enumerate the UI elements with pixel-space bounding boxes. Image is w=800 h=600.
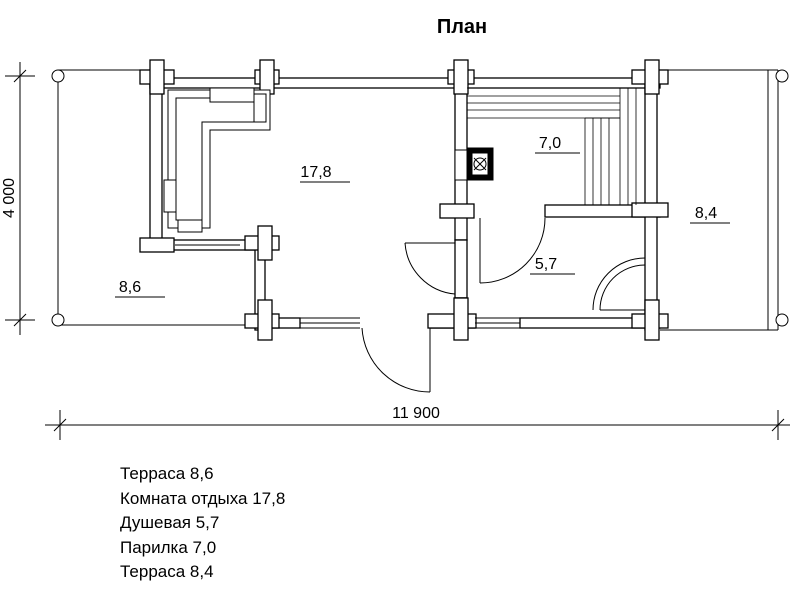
plan-title: План bbox=[437, 16, 487, 38]
room-legend: Терраса 8,6 Комната отдыха 17,8 Душевая … bbox=[120, 462, 285, 585]
room-area-living: 17,8 bbox=[300, 164, 331, 181]
dimension-width-label: 11 900 bbox=[392, 405, 440, 422]
legend-item: Парилка 7,0 bbox=[120, 537, 217, 557]
room-area-steam: 7,0 bbox=[539, 135, 561, 152]
sofa bbox=[163, 87, 271, 233]
legend-item: Терраса 8,6 bbox=[120, 464, 214, 483]
room-area-terrace-left: 8,6 bbox=[119, 279, 141, 296]
legend-item: Душевая 5,7 bbox=[120, 513, 220, 532]
terrace-left-outline bbox=[51, 69, 250, 327]
terrace-right-outline bbox=[660, 69, 789, 331]
room-area-terrace-right: 8,4 bbox=[695, 205, 717, 222]
dimension-depth-label: 4 000 bbox=[1, 178, 18, 218]
legend-item: Комната отдыха 17,8 bbox=[120, 488, 286, 508]
windows bbox=[175, 239, 520, 329]
dimension-depth bbox=[5, 62, 35, 335]
room-labels: 17,8 7,0 8,4 5,7 8,6 bbox=[115, 135, 730, 298]
dimension-width bbox=[45, 410, 790, 440]
stove-icon bbox=[454, 147, 494, 181]
shower-stall bbox=[592, 257, 646, 311]
legend-item: Терраса 8,4 bbox=[120, 562, 214, 581]
door-swings bbox=[361, 217, 546, 393]
sauna-benches bbox=[467, 87, 645, 205]
room-area-shower: 5,7 bbox=[535, 256, 557, 273]
log-corners bbox=[139, 59, 669, 341]
